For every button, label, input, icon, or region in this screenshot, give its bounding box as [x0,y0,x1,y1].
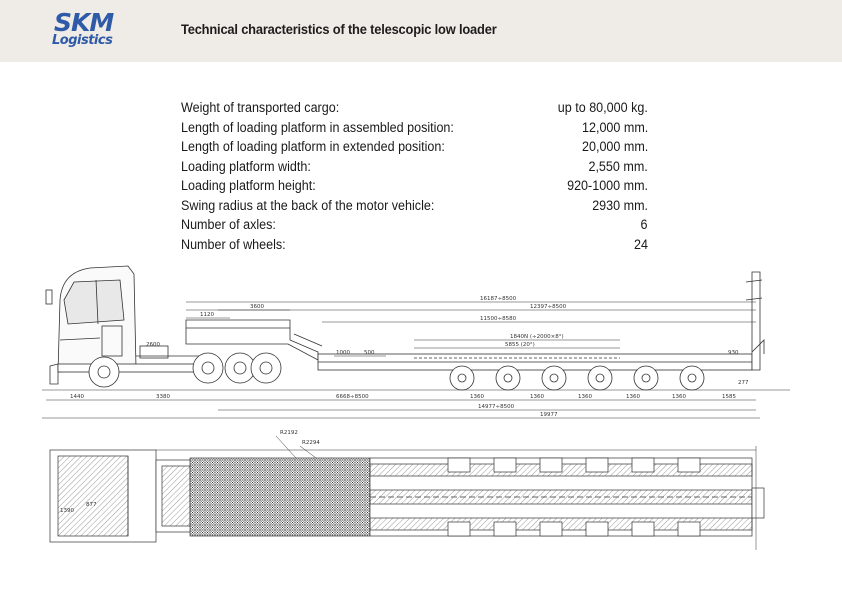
spec-value: 920-1000 mm. [567,178,648,193]
dim-label: 14977÷8500 [478,404,515,410]
spec-table: Weight of transported cargo: up to 80,00… [181,98,648,254]
dim-label: 1360 [672,394,686,400]
spec-label: Loading platform width: [181,158,311,174]
top-wheel-blocks [447,457,701,537]
dim-label: 1585 [722,394,736,400]
dim-label: 1120 [200,312,214,318]
spec-value: up to 80,000 kg. [557,100,648,115]
loading-ramps [745,271,765,371]
dim-label: 2600 [146,342,160,348]
spec-value: 24 [634,236,648,252]
spec-row: Weight of transported cargo: up to 80,00… [181,98,648,118]
spec-label: Loading platform height: [181,178,316,193]
spec-row: Loading platform width: 2,550 mm. [181,157,648,177]
spec-row: Length of loading platform in assembled … [181,118,648,138]
top-view [49,435,765,550]
company-logo: SKM Logistics [50,10,130,50]
truck-cab [45,265,137,385]
header-bar: SKM Logistics Technical characteristics … [0,0,842,62]
spec-row: Loading platform height: 920-1000 mm. [181,176,648,196]
dim-label: 3600 [250,304,264,310]
spec-value: 2930 mm. [592,197,648,213]
dim-label: 5855 (20°) [505,342,535,348]
dim-label: 16187÷8500 [480,296,517,302]
spec-row: Length of loading platform in extended p… [181,137,648,157]
dim-label: 1000 [336,350,350,356]
spec-label: Length of loading platform in extended p… [181,139,445,154]
dim-label: 3380 [156,394,170,400]
dim-label: 1390 [60,508,74,514]
spec-row: Number of axles: 6 [181,215,648,235]
spec-row: Number of wheels: 24 [181,235,648,255]
side-view [42,265,790,419]
logo-text-sub: Logistics [52,33,113,48]
dim-label: 1360 [578,394,592,400]
page-title: Technical characteristics of the telesco… [181,21,497,37]
spec-value: 6 [641,217,648,232]
spec-value: 2,550 mm. [588,158,648,174]
dim-label: 1360 [530,394,544,400]
top-dimension-labels: R2192 R2294 1390 877 [60,430,320,514]
spec-row: Swing radius at the back of the motor ve… [181,196,648,216]
dim-label: 19977 [540,412,558,418]
dim-label: 1360 [470,394,484,400]
dim-label: 1840N (÷2000×8°) [510,334,564,340]
dim-label: 877 [86,502,97,508]
side-dimension-labels: 16187÷8500 12397÷8500 11500÷8580 1840N (… [70,296,749,418]
spec-label: Number of axles: [181,217,276,232]
dim-label: R2192 [280,430,298,436]
spec-label: Swing radius at the back of the motor ve… [181,197,435,213]
dim-label: 930 [728,350,739,356]
logo-text-main: SKM [54,8,114,37]
technical-drawing: 16187÷8500 12397÷8500 11500÷8580 1840N (… [42,265,790,550]
dim-label: R2294 [302,440,320,446]
spec-value: 20,000 mm. [581,139,648,154]
dim-label: 1360 [626,394,640,400]
dim-label: 500 [364,350,375,356]
dim-label: 12397÷8500 [530,304,567,310]
dim-label: 1440 [70,394,84,400]
dim-label: 6668÷8500 [336,394,369,400]
side-dimension-lines [42,301,760,419]
spec-label: Weight of transported cargo: [181,100,340,115]
spec-value: 12,000 mm. [581,119,648,135]
dim-label: 277 [738,380,749,386]
spec-label: Length of loading platform in assembled … [181,119,454,135]
dim-label: 11500÷8580 [480,316,517,322]
truck-wheels [88,352,282,388]
spec-label: Number of wheels: [181,236,286,252]
